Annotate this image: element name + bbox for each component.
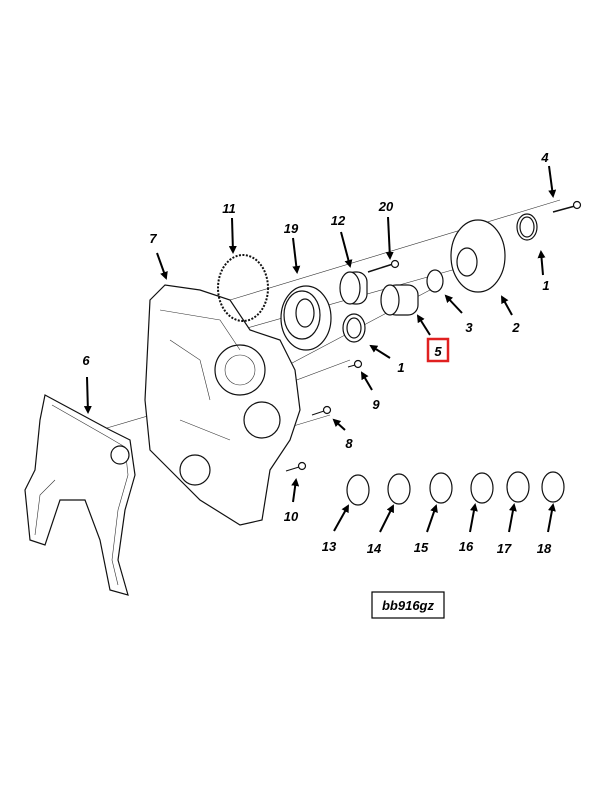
bolt-9 [347, 359, 363, 369]
highlight-box-5 [426, 337, 450, 363]
callout-10[interactable]: 10 [284, 509, 299, 524]
callout-18[interactable]: 18 [537, 541, 552, 556]
bolt-20 [367, 259, 400, 273]
callout-5[interactable]: 5 [434, 344, 442, 359]
oil-seal-rear [516, 213, 538, 241]
ring-15 [429, 472, 453, 504]
callout-6[interactable]: 6 [82, 353, 90, 368]
ring-13 [346, 474, 370, 506]
ring-17 [506, 471, 530, 503]
callout-11[interactable]: 11 [222, 201, 236, 216]
callout-1-front-seal[interactable]: 1 [397, 360, 404, 375]
bolt-10 [285, 461, 307, 472]
callout-1-rear-seal[interactable]: 1 [542, 278, 549, 293]
callout-2[interactable]: 2 [511, 320, 520, 335]
bolt-4 [552, 200, 582, 213]
callout-8[interactable]: 8 [345, 436, 353, 451]
spacer-sleeve [380, 284, 419, 316]
o-ring [426, 269, 444, 293]
callout-13[interactable]: 13 [322, 539, 337, 554]
hub-adapter [339, 271, 368, 305]
callout-4[interactable]: 4 [540, 150, 549, 165]
callout-7[interactable]: 7 [149, 231, 157, 246]
callout-3[interactable]: 3 [465, 320, 473, 335]
callout-12[interactable]: 12 [331, 213, 346, 228]
callout-15[interactable]: 15 [414, 540, 429, 555]
front-cover-gasket [24, 394, 136, 596]
bearing-housing [450, 219, 506, 293]
callout-17[interactable]: 17 [497, 541, 512, 556]
callout-14[interactable]: 14 [367, 541, 382, 556]
ring-18 [541, 471, 565, 503]
callout-arrows [83, 165, 557, 533]
bolt-8 [311, 405, 332, 416]
callout-20[interactable]: 20 [378, 199, 394, 214]
figure-code: bb916gz [382, 598, 435, 613]
gear-ring-seal [217, 254, 269, 322]
figure-code-box [371, 591, 445, 619]
oil-seal-front [342, 313, 366, 343]
callout-9[interactable]: 9 [372, 397, 380, 412]
damper-pulley [280, 285, 332, 351]
shim-rings [346, 471, 565, 506]
ring-16 [470, 472, 494, 504]
timing-gear-cover [144, 284, 301, 526]
ring-14 [387, 473, 411, 505]
callout-16[interactable]: 16 [459, 539, 474, 554]
callout-19[interactable]: 19 [284, 221, 299, 236]
